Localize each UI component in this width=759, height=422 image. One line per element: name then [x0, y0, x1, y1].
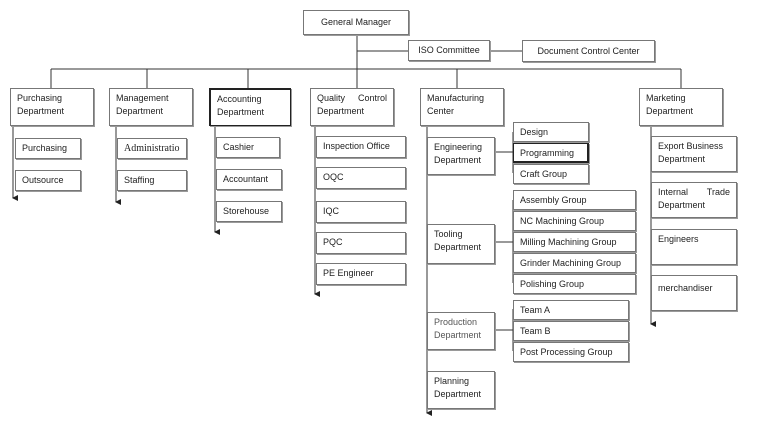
- purchasing-department-box: Purchasing Department: [10, 88, 94, 126]
- production-department-box: Production Department: [427, 312, 495, 350]
- nc-machining-group-box: NC Machining Group: [513, 211, 636, 231]
- tooling-department-box: Tooling Department: [427, 224, 495, 264]
- purchasing-box: Purchasing: [15, 138, 81, 159]
- engineering-department-box: Engineering Department: [427, 137, 495, 175]
- manufacturing-center-box: Manufacturing Center: [420, 88, 504, 126]
- administratio-box: Administratio: [117, 138, 187, 159]
- planning-department-box: Planning Department: [427, 371, 495, 409]
- iqc-box: IQC: [316, 201, 406, 223]
- cashier-box: Cashier: [216, 137, 280, 158]
- export-business-department-box: Export Business Department: [651, 136, 737, 172]
- milling-machining-group-box: Milling Machining Group: [513, 232, 636, 252]
- staffing-box: Staffing: [117, 170, 187, 191]
- engineers-box: Engineers: [651, 229, 737, 265]
- pe-engineer-box: PE Engineer: [316, 263, 406, 285]
- programming-box: Programming: [513, 143, 589, 163]
- oqc-box: OQC: [316, 167, 406, 189]
- craft-group-box: Craft Group: [513, 164, 589, 184]
- design-box: Design: [513, 122, 589, 142]
- assembly-group-box: Assembly Group: [513, 190, 636, 210]
- storehouse-box: Storehouse: [216, 201, 282, 222]
- iso-committee-box: ISO Committee: [408, 40, 490, 61]
- team-b-box: Team B: [513, 321, 629, 341]
- grinder-machining-group-box: Grinder Machining Group: [513, 253, 636, 273]
- accountant-box: Accountant: [216, 169, 282, 190]
- quality-control-department-box: Quality Control Department: [310, 88, 394, 126]
- management-department-box: Management Department: [109, 88, 193, 126]
- post-processing-group-box: Post Processing Group: [513, 342, 629, 362]
- polishing-group-box: Polishing Group: [513, 274, 636, 294]
- pqc-box: PQC: [316, 232, 406, 254]
- inspection-office-box: Inspection Office: [316, 136, 406, 158]
- document-control-center-box: Document Control Center: [522, 40, 655, 62]
- marketing-department-box: Marketing Department: [639, 88, 723, 126]
- merchandiser-box: merchandiser: [651, 275, 737, 311]
- internal-trade-department-box: Internal Trade Department: [651, 182, 737, 218]
- accounting-department-box: Accounting Department: [209, 88, 291, 126]
- team-a-box: Team A: [513, 300, 629, 320]
- outsource-box: Outsource: [15, 170, 81, 191]
- general-manager-box: General Manager: [303, 10, 409, 35]
